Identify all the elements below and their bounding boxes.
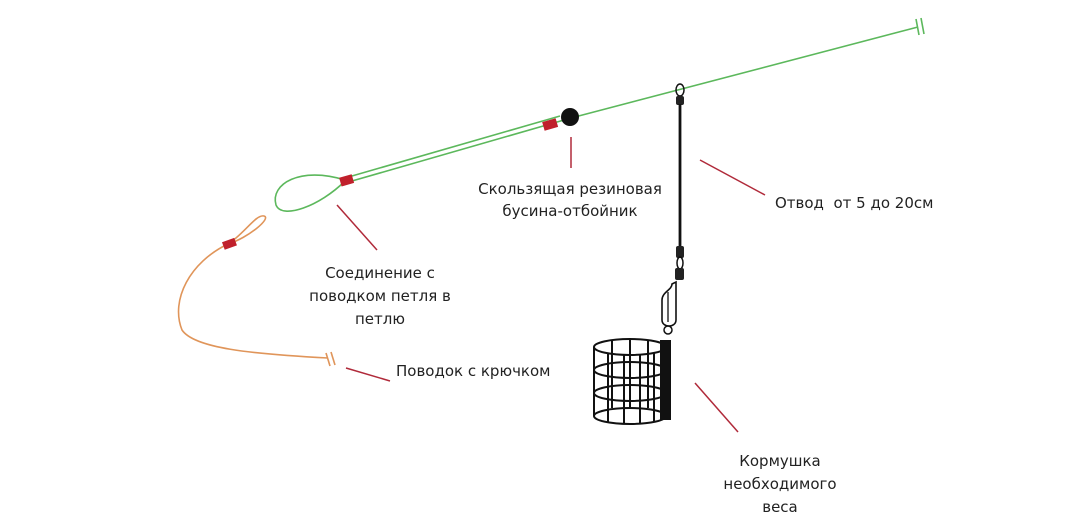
main-line <box>344 26 919 184</box>
pointer-feeder <box>694 382 739 433</box>
bead-label: Скользящая резиновая бусина-отбойник <box>440 178 700 222</box>
bead-label-line1: Скользящая резиновая <box>478 180 662 198</box>
pointer-branch <box>699 159 766 196</box>
connection-label: Соединение с поводком петля в петлю <box>280 262 480 331</box>
feeder-label: Кормушка необходимого веса <box>690 450 870 519</box>
branch-label: Отвод от 5 до 20см <box>775 194 934 212</box>
pointer-leader <box>345 367 391 382</box>
feeder-label-line2: необходимого <box>723 475 837 493</box>
connection-label-line1: Соединение с <box>325 264 435 282</box>
feeder-label-line3: веса <box>762 498 798 516</box>
leader-sleeve <box>221 237 237 250</box>
feeder-label-line1: Кормушка <box>739 452 821 470</box>
connection-label-line3: петлю <box>355 310 405 328</box>
branch <box>661 83 685 335</box>
loop-sleeve <box>339 174 355 187</box>
pointer-connection <box>336 204 378 251</box>
feeder <box>593 338 667 425</box>
feeder-weight <box>660 340 671 420</box>
main-line-end-mark <box>915 17 925 36</box>
leader-label: Поводок с крючком <box>396 362 551 380</box>
bead <box>561 108 579 126</box>
bead-label-line2: бусина-отбойник <box>502 202 638 220</box>
leader-line <box>177 215 336 367</box>
pointer-lines <box>336 137 766 433</box>
main-line-loop <box>274 174 346 212</box>
bead-sleeve <box>542 118 559 131</box>
connection-label-line2: поводком петля в <box>309 287 451 305</box>
